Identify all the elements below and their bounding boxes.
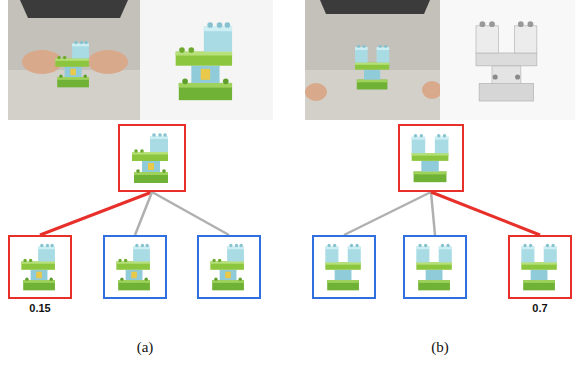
panel-label: (a) [137,338,154,356]
thumbnail-box: 0.7 [508,235,572,299]
tree-edge [152,192,229,235]
panel-label: (b) [431,338,449,356]
thumbnail-box: 0.15 [8,235,72,299]
photo-assembly-a [8,0,140,120]
thumbnails [21,133,556,290]
thumbnail-box [118,124,186,192]
render-model-b [440,0,575,120]
score-label: 0.7 [532,302,547,315]
thumbnail-box [103,235,167,299]
thumbnail-box [403,235,467,299]
thumbnail-box [398,124,464,192]
photo-assembly-b [305,0,442,120]
tree-edge [40,192,152,235]
score-label: 0.15 [29,302,50,315]
thumbnail-box [312,235,376,299]
tree-edge [431,192,435,235]
tree-edge [344,192,431,235]
render-model-a [140,0,273,120]
tree-edge [135,192,152,235]
thumbnail-box [197,235,261,299]
tree-edge [431,192,540,235]
